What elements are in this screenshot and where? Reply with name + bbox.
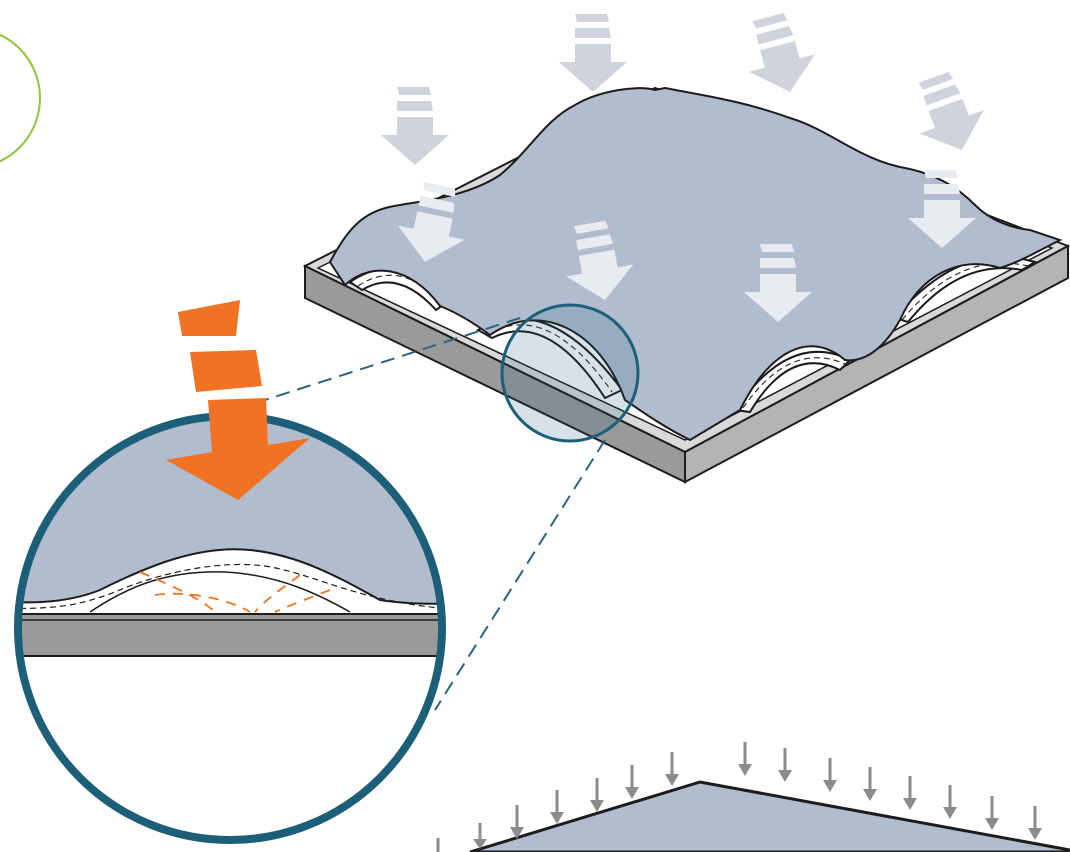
small-down-arrow-icon	[1028, 806, 1042, 840]
down-arrow-icon	[903, 65, 994, 162]
leader-lines	[264, 317, 606, 711]
small-down-arrow-icon	[903, 776, 917, 810]
small-down-arrow-icon	[590, 778, 604, 812]
small-down-arrow-icon	[985, 796, 999, 830]
small-down-arrow-icon	[738, 742, 752, 776]
small-down-arrow-icon	[863, 767, 877, 801]
small-down-arrow-icon	[943, 785, 957, 819]
small-down-arrow-icon	[778, 748, 792, 782]
detail-magnifier	[14, 412, 446, 844]
small-down-arrow-icon	[665, 752, 679, 786]
bottom-sheet	[469, 780, 1070, 852]
heavy-down-arrow-icon	[166, 300, 310, 500]
stress-dashes	[139, 571, 331, 613]
small-down-arrow-icon	[550, 790, 564, 824]
down-arrow-icon	[381, 87, 449, 165]
tray-right-side	[684, 244, 1069, 484]
small-down-arrow-icon	[473, 823, 487, 849]
down-arrow-icon	[559, 14, 627, 92]
down-arrow-icon	[736, 7, 823, 101]
compressed-sheet	[328, 86, 1063, 442]
small-down-arrow-icon	[510, 805, 524, 839]
green-ring-icon	[0, 33, 41, 163]
detail-dome	[18, 548, 442, 618]
small-down-arrow-icon	[823, 758, 837, 792]
detail-plate	[18, 613, 442, 657]
magnifier-circle-icon	[500, 303, 640, 443]
small-arrows	[436, 742, 1042, 852]
small-down-arrow-icon	[625, 765, 639, 799]
